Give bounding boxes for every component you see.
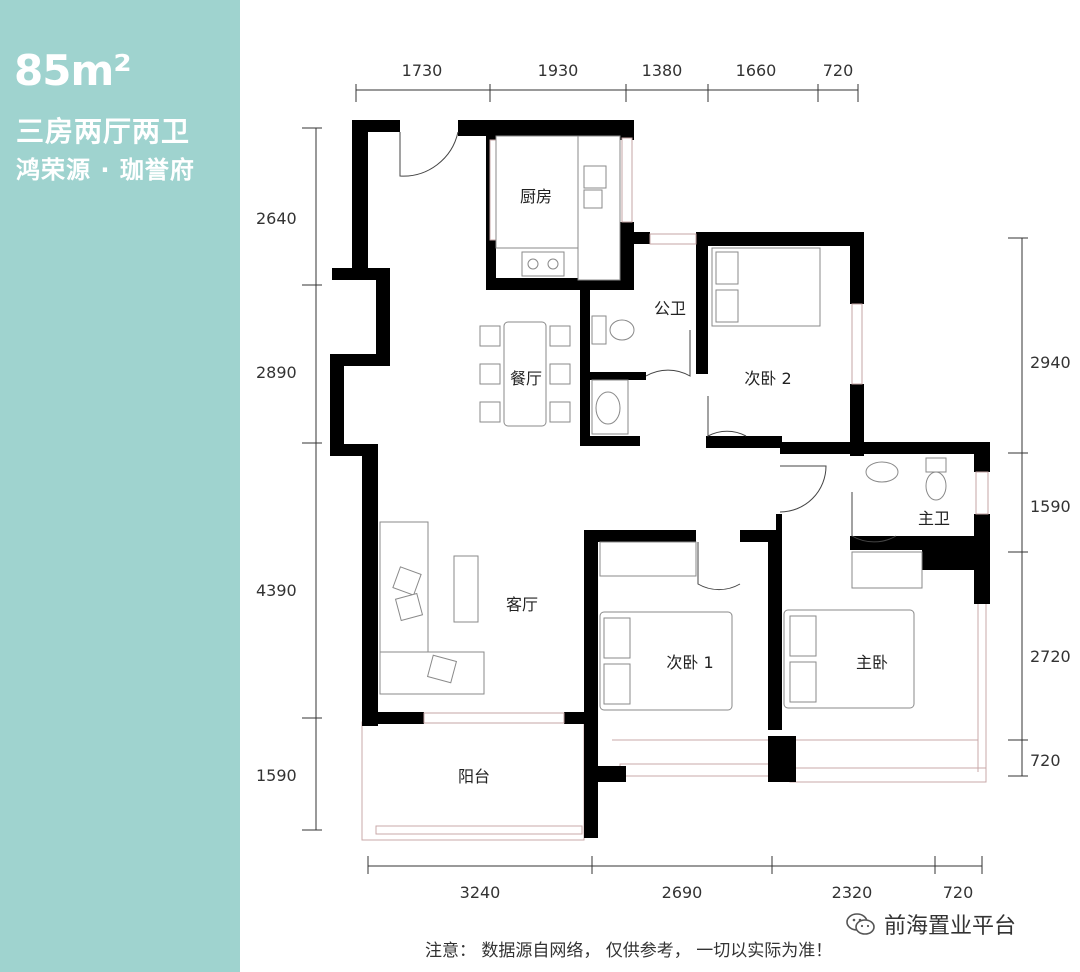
layout-title: 三房两厅两卫 bbox=[16, 115, 191, 148]
room-master-bath: 主卫 bbox=[918, 509, 950, 528]
dim-bottom-4: 720 bbox=[943, 883, 974, 902]
balcony-railings bbox=[361, 600, 987, 841]
dim-left-2: 2890 bbox=[256, 363, 297, 382]
furniture bbox=[379, 135, 947, 711]
dim-right-2: 1590 bbox=[1030, 497, 1071, 516]
dim-top-4: 1660 bbox=[736, 61, 777, 80]
wechat-icon bbox=[846, 913, 875, 935]
dim-right-3: 2720 bbox=[1030, 647, 1071, 666]
room-balcony: 阳台 bbox=[458, 767, 490, 786]
dim-left-4: 1590 bbox=[256, 766, 297, 785]
side-panel: 85m² 三房两厅两卫 鸿荣源 · 珈誉府 bbox=[0, 0, 240, 972]
dim-top-1: 1730 bbox=[402, 61, 443, 80]
room-living: 客厅 bbox=[506, 595, 538, 614]
dim-right-4: 720 bbox=[1030, 751, 1061, 770]
doors bbox=[399, 131, 897, 591]
room-public-bath: 公卫 bbox=[654, 299, 686, 318]
dim-left-3: 4390 bbox=[256, 581, 297, 600]
room-bedroom-1: 次卧 1 bbox=[666, 653, 713, 672]
area-label: 85m² bbox=[14, 46, 132, 95]
dim-bottom-2: 2690 bbox=[662, 883, 703, 902]
room-bedroom-2: 次卧 2 bbox=[744, 369, 791, 388]
project-name: 鸿荣源 · 珈誉府 bbox=[16, 156, 195, 184]
room-kitchen: 厨房 bbox=[520, 187, 552, 206]
floor-plan: 1730 1930 1380 1660 720 3240 2690 2320 7… bbox=[256, 61, 1071, 902]
dim-top-5: 720 bbox=[823, 61, 854, 80]
dim-bottom-3: 2320 bbox=[832, 883, 873, 902]
windows bbox=[423, 137, 989, 724]
dimension-lines bbox=[302, 84, 1028, 874]
dim-top-2: 1930 bbox=[538, 61, 579, 80]
dim-bottom-1: 3240 bbox=[460, 883, 501, 902]
brand-name: 前海置业平台 bbox=[884, 914, 1017, 939]
dim-right-1: 2940 bbox=[1030, 353, 1071, 372]
dim-left-1: 2640 bbox=[256, 209, 297, 228]
dim-top-3: 1380 bbox=[642, 61, 683, 80]
room-dining: 餐厅 bbox=[510, 369, 542, 388]
room-master-bedroom: 主卧 bbox=[856, 653, 888, 672]
disclaimer-note: 注意： 数据源自网络， 仅供参考， 一切以实际为准！ bbox=[425, 941, 833, 961]
